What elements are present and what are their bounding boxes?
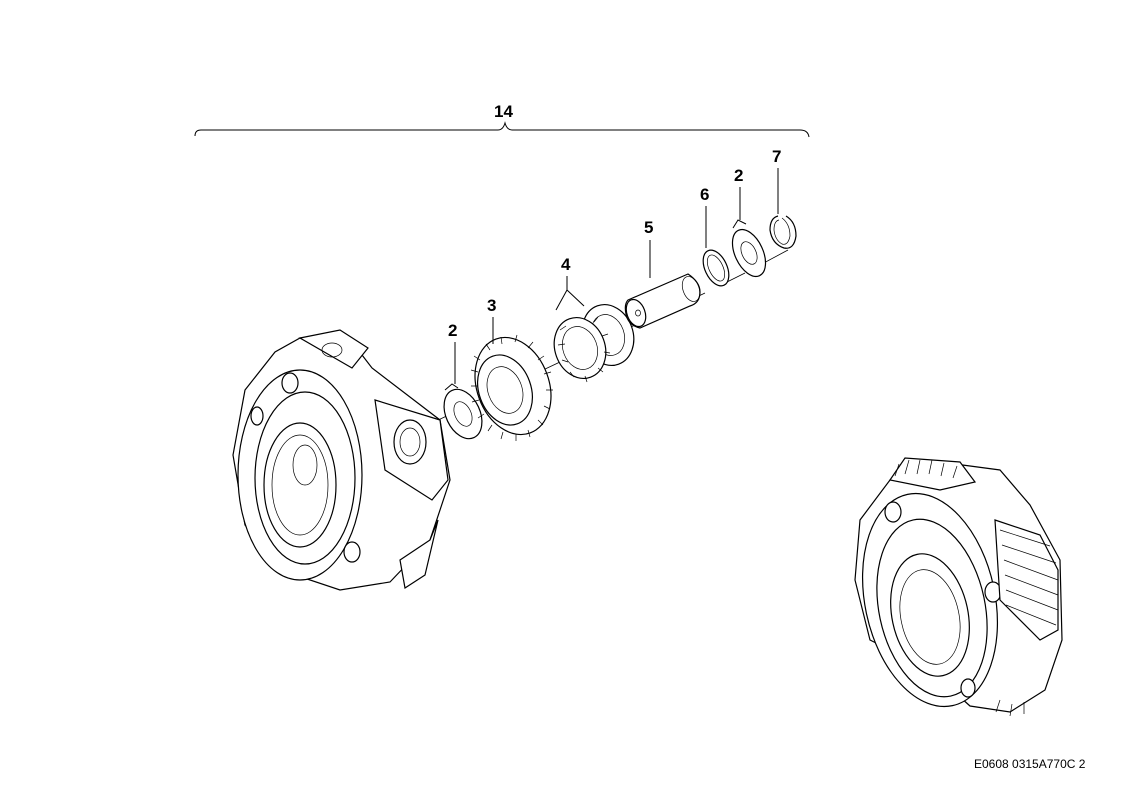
needle-bearings <box>553 304 635 383</box>
planet-gear <box>470 334 553 441</box>
o-ring <box>702 249 730 287</box>
callout-14: 14 <box>494 102 513 121</box>
callout-4: 4 <box>561 255 571 274</box>
planet-carrier-exploded <box>232 329 451 591</box>
reference-code: E0608 0315A770C 2 <box>974 757 1086 771</box>
callout-2-left: 2 <box>448 321 457 340</box>
planet-carrier-assembled <box>854 457 1063 717</box>
planet-pin <box>624 273 701 329</box>
assembly-bracket <box>194 121 810 138</box>
snap-ring <box>769 215 797 249</box>
callout-5: 5 <box>644 218 653 237</box>
callout-6: 6 <box>700 185 709 204</box>
thrust-washer-right <box>731 219 767 278</box>
callout-7: 7 <box>772 147 781 166</box>
callout-3: 3 <box>487 296 496 315</box>
callout-2-right: 2 <box>734 166 743 185</box>
